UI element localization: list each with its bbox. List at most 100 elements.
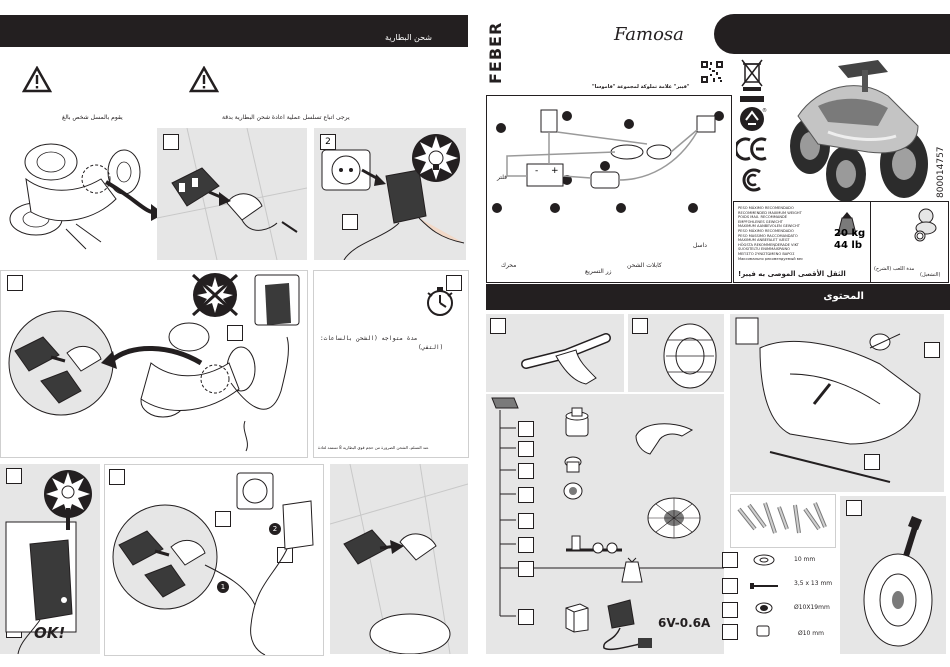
battery-label: داسل (693, 242, 707, 249)
part-wheel-panel (628, 314, 724, 392)
quad-body-part (735, 317, 921, 483)
max-load-line: PESO MÁXIMO RECOMENDADO (738, 206, 794, 210)
wheel-assembly-panel (840, 496, 946, 654)
part-box (864, 454, 880, 470)
screws-photo (730, 494, 836, 548)
max-load-lb: 44 lb (834, 240, 862, 251)
product-code: 800014757 (936, 146, 946, 198)
adult-assembly-caption: يقوم بالمسل شخص بالغ (62, 114, 123, 121)
part-body-panel (730, 314, 944, 492)
connector-panel (157, 128, 307, 260)
part-box (846, 500, 862, 516)
reconnect-panel (330, 464, 468, 654)
fuse-label: فلتر (497, 174, 507, 181)
hardware-size: Ø10X19mm (794, 604, 830, 611)
step-box (6, 468, 22, 484)
part-box (518, 487, 534, 503)
max-load-line: Максимально рекомендуемый вес (738, 256, 804, 261)
hub-part (563, 482, 583, 500)
gear-cup-part (565, 407, 589, 437)
wiring-diagram: - + فلتر محرك زر التسريع كابلات الشحن دا… (486, 95, 732, 283)
sequence-step-2: 2 (269, 523, 281, 535)
max-load-line: RECOMMENDED MAXIMUM WEIGHT (738, 210, 802, 215)
cap-part (564, 456, 582, 473)
hardware-size: Ø10 mm (798, 630, 824, 637)
contents-title: المحتوى (823, 291, 864, 302)
part-box (518, 561, 534, 577)
battery-plus: - (535, 166, 539, 176)
light-indicator-icon (412, 134, 460, 182)
feber-logo: FEBER (486, 21, 505, 84)
bag-icon (491, 397, 519, 409)
warning-icon (22, 66, 52, 93)
quad-product-image (778, 56, 932, 206)
light-indicator-icon (44, 470, 92, 530)
switch-label: زر التسريع (585, 268, 612, 275)
sequence-step-1: 1 (217, 581, 229, 593)
max-load-line: PESO MÁXIMO RECOMENDADO (738, 228, 794, 233)
charger-rating: 6V-0.6A (658, 616, 711, 630)
do-not-plug-icon (191, 273, 300, 326)
part-box (518, 421, 534, 437)
hardware-tree-panel: 6V-0.6A (486, 394, 724, 654)
step-box (227, 325, 243, 341)
part-box (722, 552, 738, 568)
charger-adapter-part (603, 599, 652, 651)
part-box (722, 578, 738, 594)
step-box (109, 469, 125, 485)
hardware-size: 3,5 x 13 mm (794, 580, 833, 587)
max-load-line: EMPFOHLENES GEWICHT (738, 219, 783, 224)
part-box (518, 513, 534, 529)
battery-part (565, 603, 589, 633)
max-load-line: HÖGSTA REKOMMENDERADE VIKT (738, 242, 799, 247)
svg-text:®: ® (762, 107, 767, 114)
product-header-bar (714, 14, 950, 54)
screw-bag-part (621, 557, 643, 583)
step-box (163, 134, 179, 150)
max-load-line: POIDS MAX. RECOMMANDÉ (738, 215, 788, 220)
weight-icon (837, 212, 857, 235)
warning-icon (189, 66, 219, 93)
ok-label: OK! (34, 624, 66, 642)
max-load-line: MAXIMUM AANBEVOLEN GEWICHT (738, 224, 800, 229)
charge-sequence-caption: يرجى اتباع تسلسل عملية اعادة شحن البطاري… (222, 114, 350, 121)
recycle-icon: ® (740, 107, 767, 131)
part-box (490, 318, 506, 334)
part-box (518, 441, 534, 457)
seat-part (635, 423, 694, 455)
part-box (518, 537, 534, 553)
quad-flipped-illustration (6, 124, 166, 254)
max-load-arabic: الثقل الأقصى الموصى به فيبر! (738, 270, 846, 278)
play-time-label: مدة اللعب (الشرح) (874, 266, 915, 272)
wheel-cover-part (647, 497, 701, 539)
brand-tagline: "فيبر" علامة تملوكة لمجموعة "فاموسا" (592, 84, 690, 90)
part-box (518, 609, 534, 625)
step-box (446, 275, 462, 291)
disconnect-sequence-panel: 1 2 (104, 464, 324, 656)
hardware-list: 10 mm 3,5 x 13 mm Ø10X19mm Ø10 mm (722, 550, 840, 654)
charge-time-panel: مدة متواجه (الشحن بالساعات: (التفي) عند … (313, 270, 469, 458)
part-box (632, 318, 648, 334)
charge-footer-note: عند التسلم، الشحن الضرورة من حجم قوي الب… (318, 445, 429, 450)
play-time-label-2: (التشغيل) (920, 272, 941, 278)
qr-code (700, 60, 724, 84)
charging-header-bar: شحن البطارية (0, 15, 468, 47)
max-load-line: ΜΕΓΙΣΤΟ ΣΥΝΙΣΤΩΜΕΝΟ ΒΑΡΟΣ (738, 251, 795, 256)
motor-label: محرك (501, 262, 517, 269)
battery-minus: + (551, 166, 559, 176)
step-box (342, 214, 358, 230)
max-load-kg: 20 kg (834, 228, 866, 239)
wheel-part (663, 323, 717, 389)
battery-connection-panel (0, 270, 308, 458)
famosa-logo: Famosa (614, 24, 684, 45)
age-child-icon (914, 208, 937, 242)
part-box (722, 602, 738, 618)
charge-duration-note: مدة متواجه (الشحن بالساعات: (320, 335, 418, 342)
separator-bar (740, 96, 764, 102)
stopwatch-icon (427, 287, 453, 316)
part-box (518, 463, 534, 479)
part-handlebar-panel (486, 314, 624, 392)
hardware-size: 10 mm (794, 556, 816, 563)
